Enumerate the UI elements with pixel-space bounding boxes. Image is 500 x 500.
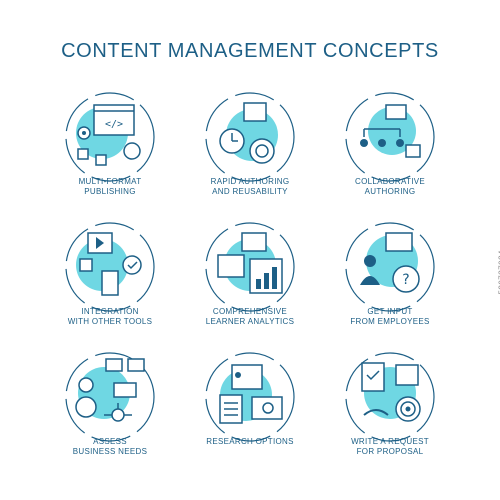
concept-label: RESEARCH OPTIONS — [206, 437, 294, 446]
concept-card: RESEARCH OPTIONS — [180, 345, 320, 475]
page-title: CONTENT MANAGEMENT CONCEPTS — [61, 40, 439, 62]
learner-analytics-icon — [205, 222, 295, 312]
svg-text:?: ? — [402, 272, 409, 288]
collaborative-authoring-icon — [345, 92, 435, 182]
svg-text:</>: </> — [105, 119, 123, 130]
integration-tools-icon — [65, 222, 155, 312]
business-needs-icon — [65, 352, 155, 442]
rapid-authoring-icon — [205, 92, 295, 182]
research-options-icon — [205, 352, 295, 442]
multi-format-publishing-icon: </> — [65, 92, 155, 182]
request-proposal-icon — [345, 352, 435, 442]
employee-input-icon: ? — [345, 222, 435, 312]
